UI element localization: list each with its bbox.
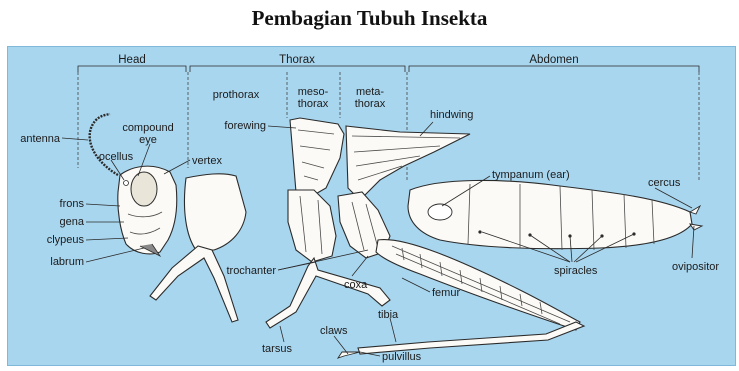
mesothorax-label-line2: thorax [298, 98, 329, 110]
label-antenna: antenna [20, 133, 61, 145]
label-femur: femur [432, 287, 460, 299]
label-forewing: forewing [224, 120, 266, 132]
label-frons: frons [60, 198, 85, 210]
label-spiracles: spiracles [554, 265, 598, 277]
hind-femur-drawing [376, 240, 580, 330]
section-thorax-label: Thorax [279, 54, 315, 66]
label-labrum: labrum [50, 256, 84, 268]
metathorax-label-line1: meta- [356, 86, 384, 98]
prothorax-drawing [184, 174, 246, 250]
metathorax-label-line2: thorax [355, 98, 386, 110]
label-hindwing: hindwing [430, 109, 473, 121]
mesothorax-drawing [288, 190, 336, 262]
label-tibia: tibia [378, 309, 399, 321]
label-ocellus: ocellus [99, 151, 134, 163]
head-drawing [118, 166, 177, 256]
mesothorax-label-line1: meso- [298, 86, 329, 98]
ovipositor-drawing [690, 206, 702, 230]
label-tarsus: tarsus [262, 343, 292, 355]
label-tympanum: tympanum (ear) [492, 169, 570, 181]
section-abdomen-label: Abdomen [529, 54, 578, 66]
label-compound-eye-line1: compound [122, 122, 173, 134]
label-cercus: cercus [648, 177, 681, 189]
label-pulvillus: pulvillus [382, 351, 422, 363]
label-clypeus: clypeus [47, 234, 85, 246]
label-coxa: coxa [344, 279, 368, 291]
label-compound-eye-line2: eye [139, 134, 157, 146]
prothorax-label: prothorax [213, 89, 260, 101]
antenna-drawing [90, 114, 118, 175]
front-leg-drawing [150, 246, 238, 322]
label-ovipositor: ovipositor [672, 261, 719, 273]
label-claws: claws [320, 325, 348, 337]
section-head-label: Head [118, 54, 146, 66]
label-vertex: vertex [192, 155, 222, 167]
label-gena: gena [60, 216, 85, 228]
label-trochanter: trochanter [226, 265, 276, 277]
